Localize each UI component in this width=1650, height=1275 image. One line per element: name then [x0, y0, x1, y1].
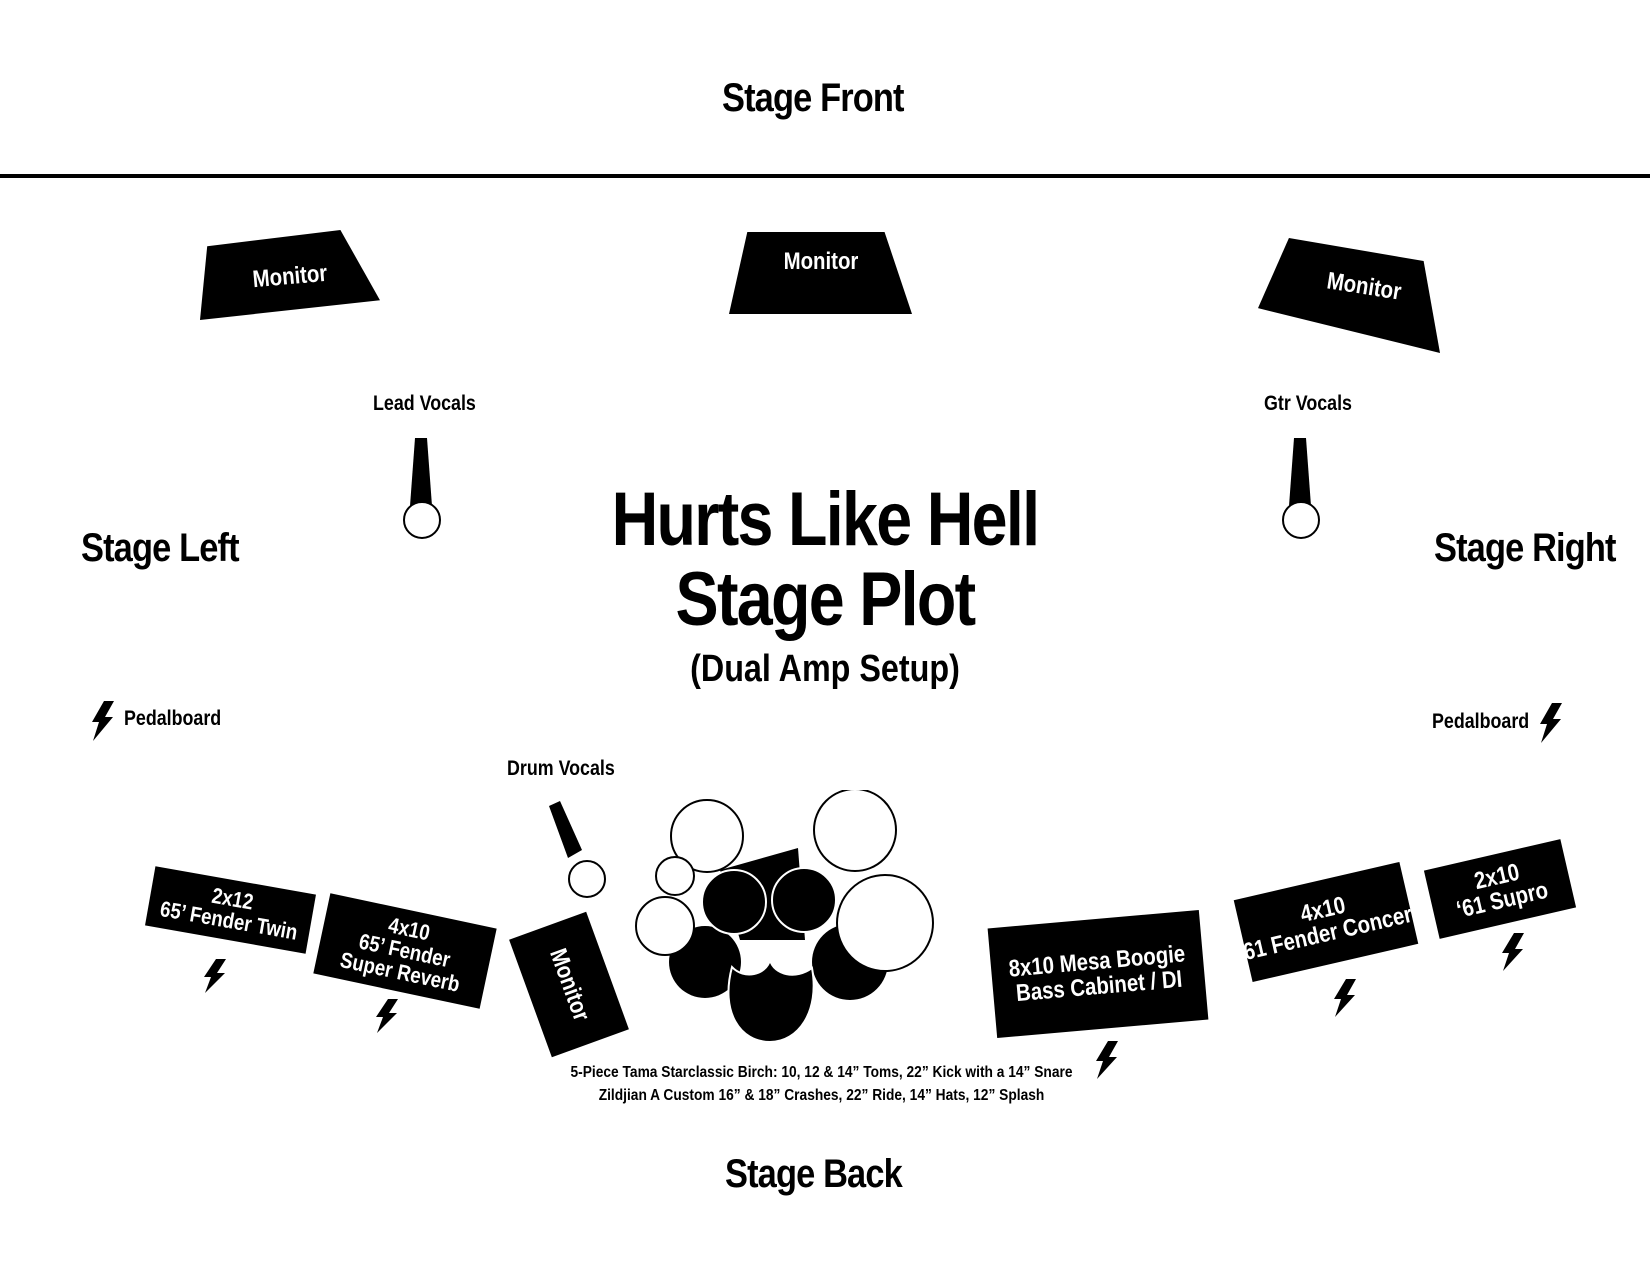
monitor-front-left: Monitor — [200, 230, 380, 320]
plot-subtitle: (Dual Amp Setup) — [690, 648, 960, 690]
ride-cymbal — [836, 874, 934, 972]
guitar-vocals-label: Gtr Vocals — [1264, 392, 1352, 415]
lead-vocals-mic-icon — [403, 438, 441, 539]
tom-10 — [701, 869, 767, 935]
drum-vocals-label: Drum Vocals — [507, 757, 615, 780]
crash-cymbal-16 — [670, 799, 744, 873]
monitor-label: Monitor — [544, 944, 595, 1025]
crash-cymbal-18 — [813, 790, 897, 872]
stage-right-label: Stage Right — [1434, 526, 1617, 570]
power-bolt-icon — [1540, 703, 1562, 743]
amp-super-reverb: 4x10 65’ Fender Super Reverb — [313, 893, 497, 1009]
drum-vocals-mic-icon — [549, 801, 606, 898]
pedalboard-left-label: Pedalboard — [124, 707, 222, 730]
monitor-label: Monitor — [251, 259, 329, 294]
stage-left-label: Stage Left — [81, 526, 240, 570]
monitor-front-right: Monitor — [1258, 238, 1440, 353]
power-bolt-icon — [1502, 933, 1524, 971]
plot-title-line2: Stage Plot — [675, 557, 977, 642]
amp-supro: 2x10 ‘61 Supro — [1423, 839, 1577, 939]
stage-front-label: Stage Front — [722, 76, 905, 120]
pedalboard-right-label: Pedalboard — [1432, 710, 1530, 733]
plot-title-line1: Hurts Like Hell — [611, 477, 1041, 562]
amp-fender-twin: 2x12 65’ Fender Twin — [145, 866, 316, 954]
monitor-label: Monitor — [1325, 266, 1404, 306]
lead-vocals-label: Lead Vocals — [373, 392, 476, 415]
tom-12 — [771, 867, 837, 933]
hi-hat-cymbal — [635, 896, 695, 956]
power-bolt-icon — [1334, 979, 1356, 1017]
stage-back-label: Stage Back — [725, 1152, 903, 1196]
amp-bass-cabinet: 8x10 Mesa Boogie Bass Cabinet / DI — [987, 909, 1209, 1039]
monitor-front-center: Monitor — [729, 232, 912, 314]
guitar-vocals-mic-icon — [1282, 438, 1320, 539]
drum-notes-line2: Zildjian A Custom 16” & 18” Crashes, 22”… — [598, 1087, 1045, 1104]
power-bolt-icon — [376, 999, 398, 1033]
power-bolt-icon — [1096, 1041, 1118, 1079]
monitor-drum: Monitor — [509, 911, 629, 1058]
monitor-label: Monitor — [783, 248, 858, 275]
power-bolt-icon — [92, 701, 114, 741]
power-bolt-icon — [204, 959, 226, 993]
drum-notes-line1: 5-Piece Tama Starclassic Birch: 10, 12 &… — [570, 1064, 1073, 1081]
stage-front-line — [0, 174, 1650, 178]
amp-fender-concert: 4x10 ‘61 Fender Concert — [1233, 861, 1422, 983]
kick-drum — [727, 956, 815, 1044]
splash-cymbal — [655, 856, 695, 896]
drum-kit — [635, 790, 934, 1044]
